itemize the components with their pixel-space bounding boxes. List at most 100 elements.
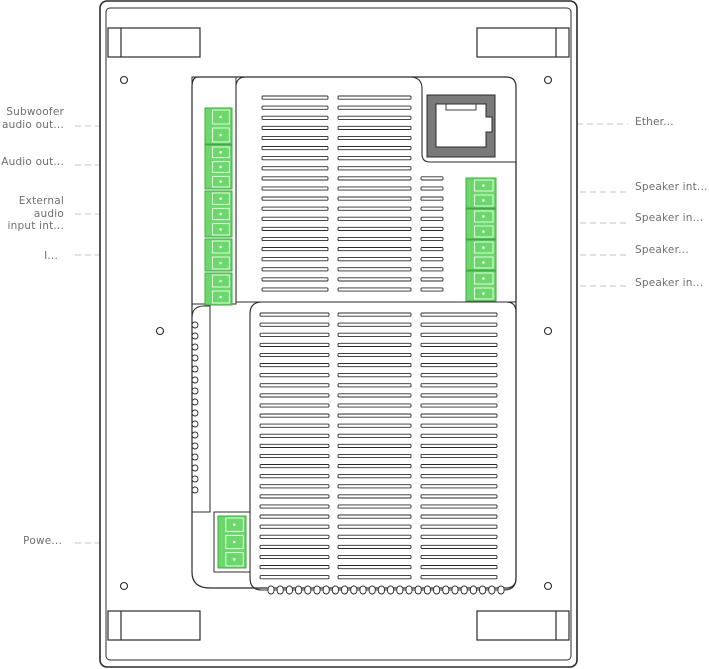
vent-slot bbox=[420, 433, 498, 438]
i-connector bbox=[204, 238, 233, 272]
vent-slot bbox=[420, 186, 444, 191]
vent-slot bbox=[420, 332, 498, 337]
vent-slot bbox=[337, 393, 412, 398]
label-speaker-2: Speaker in... bbox=[635, 212, 704, 224]
vent-slot bbox=[259, 383, 330, 388]
bottom-vent bbox=[295, 585, 303, 595]
vent-slot bbox=[337, 216, 412, 221]
left-vented-panel bbox=[191, 305, 211, 513]
speaker-4-connector bbox=[465, 270, 497, 302]
vent-slot bbox=[259, 524, 330, 529]
connector-pin bbox=[232, 558, 236, 561]
connector-pin-frame bbox=[473, 241, 494, 254]
connector-pin-frame bbox=[473, 287, 494, 300]
screw-holes bbox=[119, 75, 553, 591]
vent-slot bbox=[261, 135, 329, 141]
vent-slot bbox=[261, 146, 329, 151]
connector-pin bbox=[219, 165, 222, 169]
vent-slot bbox=[420, 352, 498, 358]
label-audio-out: Audio out... bbox=[1, 156, 64, 168]
vent-slot bbox=[259, 373, 330, 378]
label-external-audio-input: External audio input int... bbox=[7, 195, 64, 232]
label-ethernet: Ether... bbox=[635, 116, 674, 128]
vent-slot bbox=[259, 514, 330, 519]
connector-pin-frame bbox=[212, 223, 230, 236]
connector-pin-frame bbox=[225, 534, 244, 550]
vent-slot bbox=[420, 514, 498, 519]
connector-pin-frame bbox=[473, 272, 494, 285]
connector-pin-frame bbox=[212, 175, 230, 188]
vent-slot bbox=[337, 226, 412, 231]
vent-slot bbox=[337, 156, 412, 161]
vent-slot bbox=[420, 423, 498, 428]
vent-slot bbox=[420, 524, 498, 529]
bottom-vent bbox=[350, 585, 358, 595]
vent-slot bbox=[420, 494, 498, 499]
vent-slot bbox=[259, 534, 330, 539]
bottom-vent bbox=[368, 585, 376, 595]
connector-pin-frame bbox=[212, 274, 230, 288]
bottom-vent bbox=[377, 585, 385, 595]
vent-slot bbox=[259, 464, 330, 469]
side-vent bbox=[191, 332, 199, 340]
upper-heatsink-block bbox=[235, 76, 517, 303]
connector-body bbox=[465, 177, 497, 209]
connector-pin bbox=[219, 180, 222, 183]
vent-slot bbox=[337, 423, 412, 428]
vent-slot bbox=[420, 363, 498, 368]
vent-slot bbox=[337, 186, 412, 191]
connector-pin bbox=[219, 212, 222, 216]
vent-slot bbox=[337, 464, 412, 469]
vent-slot bbox=[261, 105, 329, 110]
vent-slot bbox=[261, 186, 329, 191]
vent-slot bbox=[259, 332, 330, 337]
bottom-vent bbox=[387, 585, 395, 595]
side-vent bbox=[191, 365, 199, 373]
vent-slot bbox=[420, 216, 444, 221]
vent-slot bbox=[259, 453, 330, 459]
connector-pin bbox=[219, 295, 222, 299]
bottom-vent bbox=[396, 585, 404, 595]
connector-body bbox=[204, 107, 233, 145]
screw-hole bbox=[119, 581, 129, 591]
ethernet-port bbox=[426, 94, 496, 158]
connector-pin-frame bbox=[212, 240, 230, 254]
vent-slot bbox=[420, 464, 498, 469]
vent-slot bbox=[420, 176, 444, 181]
vent-slot bbox=[420, 504, 498, 509]
connector-pin bbox=[482, 184, 485, 187]
vent-slot bbox=[337, 453, 412, 459]
connector-pin bbox=[482, 277, 485, 280]
left-connector-bay bbox=[191, 76, 237, 305]
label-speaker-4: Speaker in... bbox=[635, 277, 704, 289]
vent-slot bbox=[337, 236, 412, 242]
vent-slot bbox=[337, 176, 412, 181]
vent-slot bbox=[337, 257, 412, 262]
connector-body bbox=[204, 238, 233, 272]
vent-slot bbox=[420, 257, 444, 262]
screw-hole bbox=[155, 326, 165, 336]
connector-pin bbox=[482, 292, 485, 295]
vent-slot bbox=[337, 267, 412, 272]
connector-pin bbox=[482, 230, 485, 233]
vent-slot bbox=[261, 166, 329, 171]
connector-pin bbox=[482, 215, 485, 218]
vent-slot bbox=[420, 534, 498, 539]
vent-slot bbox=[420, 322, 498, 327]
vent-slot bbox=[337, 484, 412, 489]
vent-slot bbox=[337, 287, 412, 292]
vent-slot bbox=[420, 403, 498, 408]
vent-slot bbox=[337, 494, 412, 499]
vent-slot bbox=[420, 393, 498, 398]
connector-body bbox=[465, 270, 497, 302]
label-power: Powe... bbox=[23, 535, 62, 547]
connector-pin-frame bbox=[212, 109, 230, 125]
bottom-vent bbox=[414, 585, 422, 595]
audio-out-connector bbox=[204, 144, 233, 190]
vent-slot bbox=[420, 287, 444, 292]
side-vent bbox=[191, 431, 199, 439]
connector-pin-frame bbox=[212, 127, 230, 143]
vent-slot bbox=[261, 176, 329, 181]
power-connector bbox=[217, 515, 247, 569]
bottom-vent bbox=[479, 585, 487, 595]
